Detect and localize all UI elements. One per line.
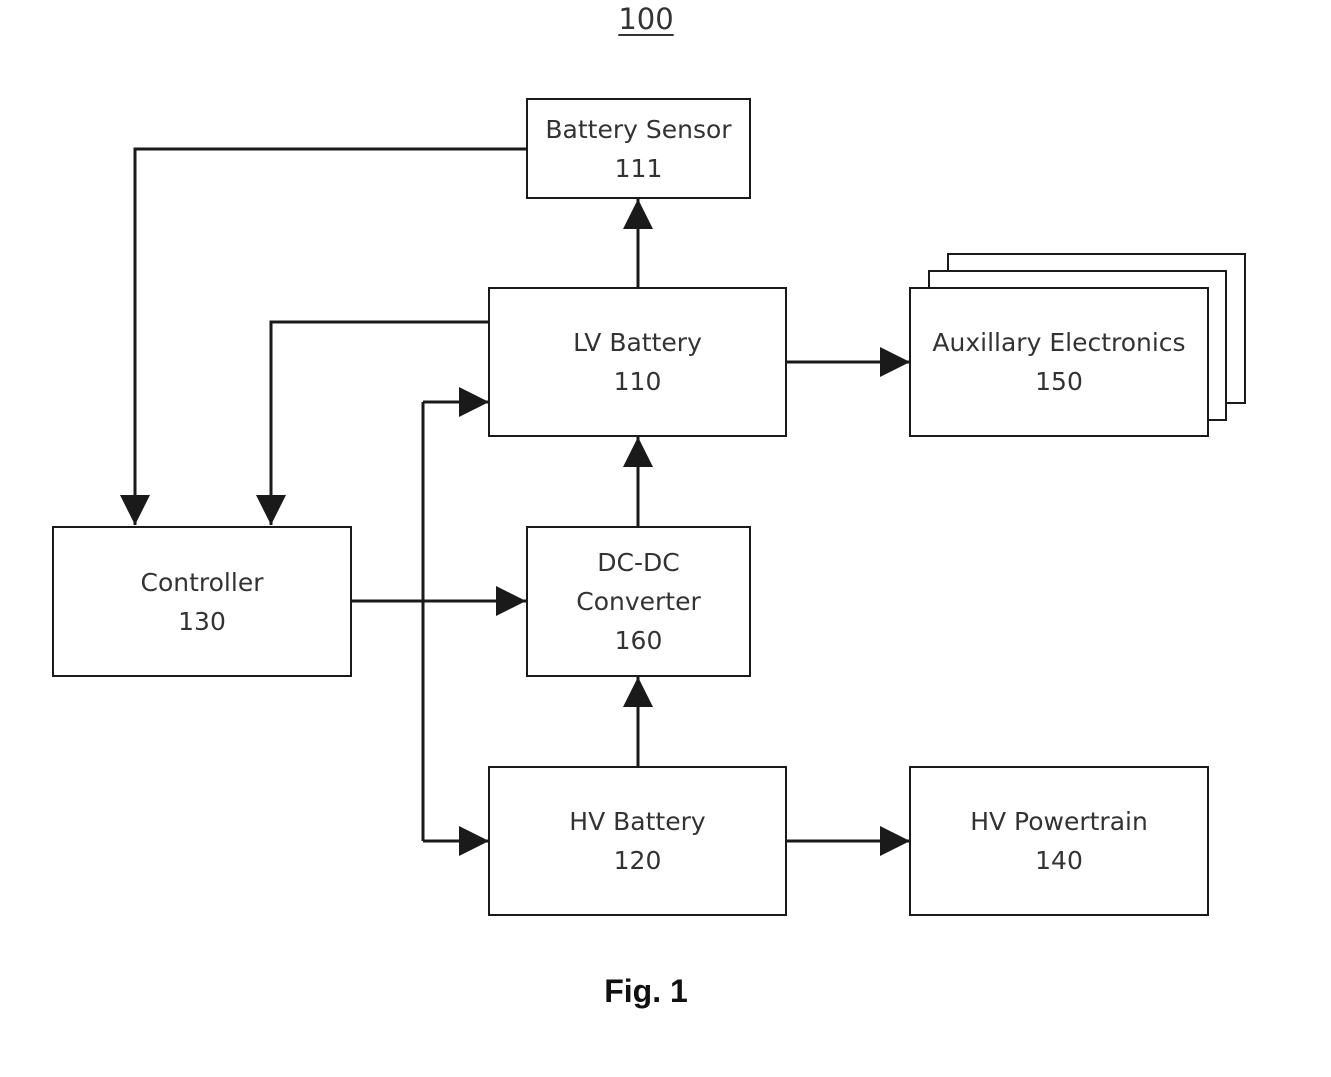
battery-sensor-ref: 111 [615,149,663,188]
hv-battery-label: HV Battery [569,802,705,841]
sensor-to-controller-connector [135,149,527,525]
aux-electronics-ref: 150 [1035,362,1083,401]
lv-battery-ref: 110 [614,362,662,401]
lv-battery-block: LV Battery 110 [488,287,787,437]
hv-powertrain-ref: 140 [1035,841,1083,880]
hv-powertrain-label: HV Powertrain [970,802,1148,841]
lv-battery-label: LV Battery [573,323,702,362]
figure-caption: Fig. 1 [560,973,732,1010]
battery-sensor-block: Battery Sensor 111 [526,98,751,199]
battery-sensor-label: Battery Sensor [545,110,731,149]
hv-battery-ref: 120 [614,841,662,880]
lv-battery-to-controller-connector [271,322,489,525]
hv-powertrain-block: HV Powertrain 140 [909,766,1209,916]
dcdc-converter-block: DC-DC Converter 160 [526,526,751,677]
dcdc-converter-label-line2: Converter [576,582,701,621]
hv-battery-block: HV Battery 120 [488,766,787,916]
aux-electronics-block: Auxillary Electronics 150 [909,287,1209,437]
dcdc-converter-label-line1: DC-DC [597,543,679,582]
dcdc-converter-ref: 160 [615,621,663,660]
controller-ref: 130 [178,602,226,641]
controller-block: Controller 130 [52,526,352,677]
aux-electronics-label: Auxillary Electronics [932,323,1185,362]
figure-number: 100 [596,2,696,36]
controller-label: Controller [141,563,264,602]
